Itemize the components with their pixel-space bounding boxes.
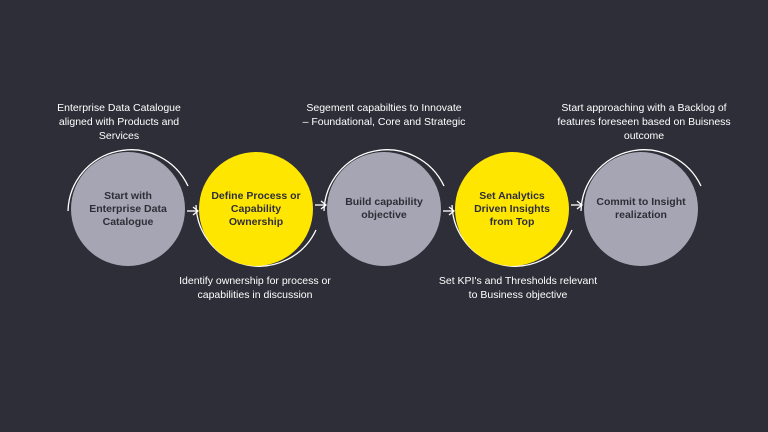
step-label-3: Build capability objective [345,196,423,221]
step-label-1: Start with Enterprise Data Catalogue [89,189,167,228]
step-note-5: Start approaching with a Backlog of feat… [557,102,731,142]
step-label-2: Define Process or Capability Ownership [211,189,301,228]
step-label-5: Commit to Insight realization [596,196,686,221]
step-label-4: Set Analytics Driven Insights from Top [474,189,550,228]
step-note-1: Enterprise Data Catalogue aligned with P… [57,102,181,142]
arrow-1-to-2 [187,206,200,216]
arc-over-step-5 [580,149,702,212]
arrow-4-to-5 [571,200,584,210]
arrow-3-to-4 [443,206,456,216]
step-node-5: Commit to Insight realization [584,152,698,266]
step-note-4: Set KPI's and Thresholds relevant to Bus… [438,275,598,301]
step-node-2: Define Process or Capability Ownership [199,152,313,266]
step-note-3: Segement capabilties to Innovate – Found… [302,102,466,128]
arc-over-step-3 [323,149,445,212]
step-note-2: Identify ownership for process or capabi… [179,275,331,301]
arc-over-step-1 [67,149,189,212]
step-node-3: Build capability objective [327,152,441,266]
step-node-4: Set Analytics Driven Insights from Top [455,152,569,266]
step-node-1: Start with Enterprise Data Catalogue [71,152,185,266]
arrow-2-to-3 [315,200,328,210]
